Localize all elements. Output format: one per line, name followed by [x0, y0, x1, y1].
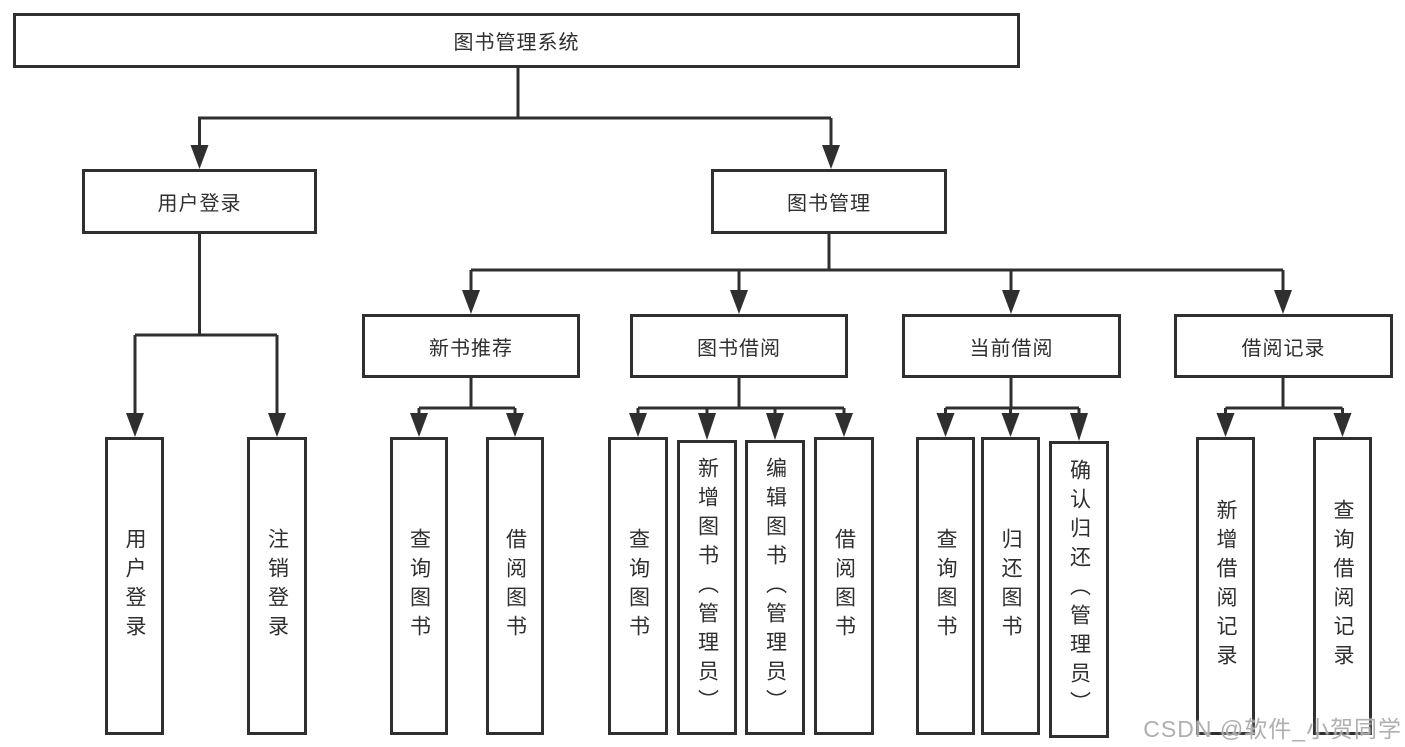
leaf-query-books-current-label: 查询图书: [934, 528, 957, 644]
leaf-return-books-label: 归还图书: [999, 528, 1022, 644]
connector-book-borrow-children: [629, 378, 853, 440]
leaf-edit-books-admin-label: 编辑图书（管理员）: [763, 457, 787, 718]
leaf-query-books-borrow-label: 查询图书: [626, 528, 650, 644]
leaf-query-borrow-record: 查询借阅记录: [1313, 437, 1372, 735]
leaf-confirm-return-admin: 确认归还（管理员）: [1049, 441, 1109, 738]
node-book-borrow-label: 图书借阅: [697, 337, 781, 360]
leaf-query-books-current: 查询图书: [916, 437, 975, 735]
leaf-confirm-return-admin-label: 确认归还（管理员）: [1067, 459, 1091, 720]
csdn-watermark: CSDN @软件_小贺同学: [1143, 716, 1402, 742]
leaf-logout: 注销登录: [247, 437, 307, 735]
leaf-add-borrow-record-label: 新增借阅记录: [1214, 499, 1237, 673]
leaf-borrow-books-label: 借阅图书: [832, 528, 856, 644]
leaf-query-books-recommend: 查询图书: [390, 437, 448, 735]
node-new-book-recommend: 新书推荐: [362, 314, 580, 378]
leaf-query-books-recommend-label: 查询图书: [407, 528, 431, 644]
leaf-edit-books-admin: 编辑图书（管理员）: [745, 440, 805, 735]
leaf-user-login: 用户登录: [105, 437, 164, 735]
leaf-add-borrow-record: 新增借阅记录: [1196, 437, 1255, 735]
connector-new-book-children: [410, 378, 524, 437]
node-book-borrow: 图书借阅: [630, 314, 848, 378]
leaf-logout-label: 注销登录: [265, 528, 289, 644]
node-current-borrow: 当前借阅: [902, 314, 1121, 378]
leaf-add-books-admin-label: 新增图书（管理员）: [695, 457, 719, 718]
connector-user-login-children: [126, 234, 286, 437]
node-book-management-label: 图书管理: [787, 193, 871, 215]
node-root-system-label: 图书管理系统: [453, 32, 580, 54]
leaf-return-books: 归还图书: [981, 437, 1040, 735]
connector-current-borrow-children: [936, 378, 1088, 441]
connector-borrow-record-children: [1216, 378, 1352, 437]
node-user-login: 用户登录: [82, 169, 317, 234]
leaf-query-borrow-record-label: 查询借阅记录: [1331, 499, 1354, 673]
leaf-user-login-label: 用户登录: [123, 528, 146, 644]
leaf-query-books-borrow: 查询图书: [608, 437, 668, 735]
connector-book-mgmt-children: [462, 234, 1292, 314]
node-user-login-label: 用户登录: [157, 193, 242, 215]
node-new-book-recommend-label: 新书推荐: [429, 337, 513, 360]
node-borrow-records-label: 借阅记录: [1241, 337, 1326, 360]
leaf-add-books-admin: 新增图书（管理员）: [677, 440, 737, 735]
node-root-system: 图书管理系统: [13, 13, 1020, 68]
node-borrow-records: 借阅记录: [1174, 314, 1393, 378]
leaf-borrow-books-recommend-label: 借阅图书: [503, 528, 527, 644]
leaf-borrow-books: 借阅图书: [814, 437, 874, 735]
node-book-management: 图书管理: [711, 169, 947, 234]
node-current-borrow-label: 当前借阅: [969, 337, 1054, 360]
connector-root-to-level2: [190, 68, 840, 169]
leaf-borrow-books-recommend: 借阅图书: [486, 437, 544, 735]
